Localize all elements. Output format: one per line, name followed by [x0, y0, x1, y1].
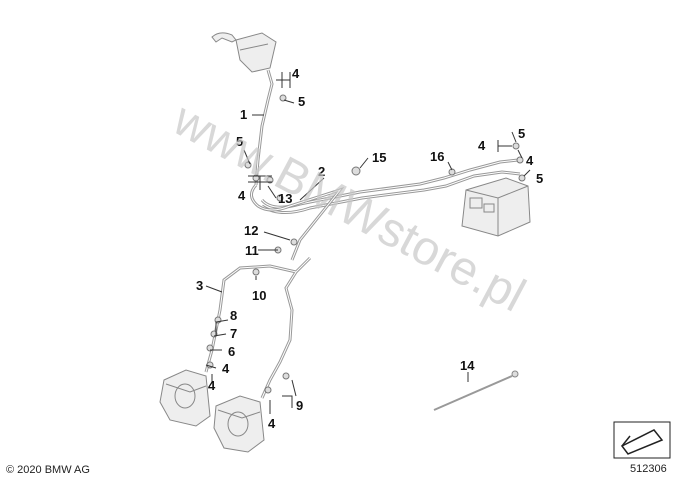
brake-caliper-right [213, 395, 265, 453]
callout-14: 14 [460, 358, 475, 373]
callout-4-caliper-b: 4 [208, 378, 216, 393]
fluid-reservoir [211, 32, 277, 73]
callout-5-right-a: 5 [518, 126, 525, 141]
callout-2: 2 [318, 164, 325, 179]
abs-module [461, 177, 531, 237]
callout-4-caliper-a: 4 [222, 361, 230, 376]
callout-labels: 4 5 1 5 4 13 2 15 16 4 5 4 5 12 11 10 3 … [196, 66, 543, 431]
callout-13: 13 [278, 191, 292, 206]
cable-tie [433, 370, 519, 411]
brake-line-3 [204, 256, 312, 399]
copyright-text: © 2020 BMW AG [6, 464, 90, 476]
leader-lines [205, 72, 531, 414]
callout-5-right-b: 5 [536, 171, 543, 186]
brake-line-loop [250, 183, 345, 261]
callout-4-caliper-c: 4 [268, 416, 276, 431]
callout-8: 8 [230, 308, 237, 323]
callout-3: 3 [196, 278, 203, 293]
callout-11: 11 [245, 243, 259, 258]
callout-15: 15 [372, 150, 386, 165]
callout-5-top: 5 [298, 94, 305, 109]
callout-4-left: 4 [238, 188, 246, 203]
callout-4-right-b: 4 [526, 153, 534, 168]
callout-9: 9 [296, 398, 303, 413]
callout-5-left: 5 [236, 134, 243, 149]
callout-4-top: 4 [292, 66, 300, 81]
brake-line-1 [254, 69, 274, 186]
orientation-arrow-icon [613, 421, 671, 459]
callout-6: 6 [228, 344, 235, 359]
diagram-number: 512306 [630, 463, 667, 475]
callout-4-right-a: 4 [478, 138, 486, 153]
callout-1: 1 [240, 107, 247, 122]
brake-caliper-left [159, 369, 211, 427]
callout-16: 16 [430, 149, 444, 164]
callout-10: 10 [252, 288, 266, 303]
callout-12: 12 [244, 223, 258, 238]
callout-7: 7 [230, 326, 237, 341]
